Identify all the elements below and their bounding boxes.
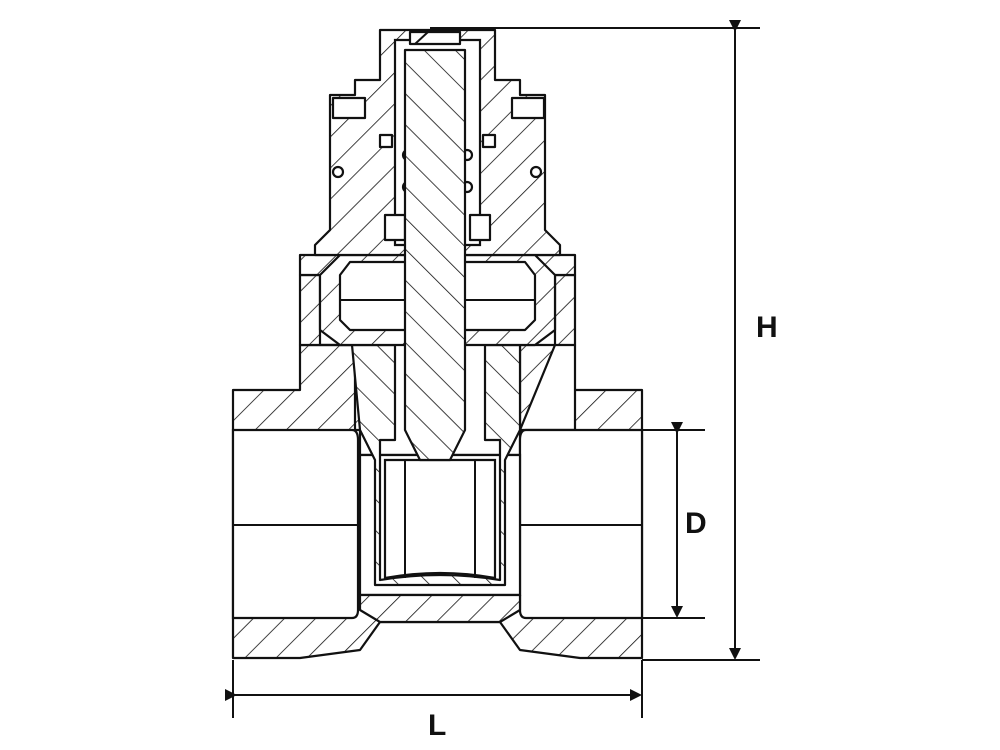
gate-wedge (350, 343, 522, 587)
dimension-H: H (430, 20, 778, 661)
dimension-label-L: L (428, 709, 446, 742)
dimension-D: D (642, 422, 707, 619)
stem (403, 48, 467, 462)
dimension-label-H: H (756, 311, 778, 344)
dimension-L: L (225, 660, 643, 742)
dimension-label-D: D (685, 507, 707, 540)
